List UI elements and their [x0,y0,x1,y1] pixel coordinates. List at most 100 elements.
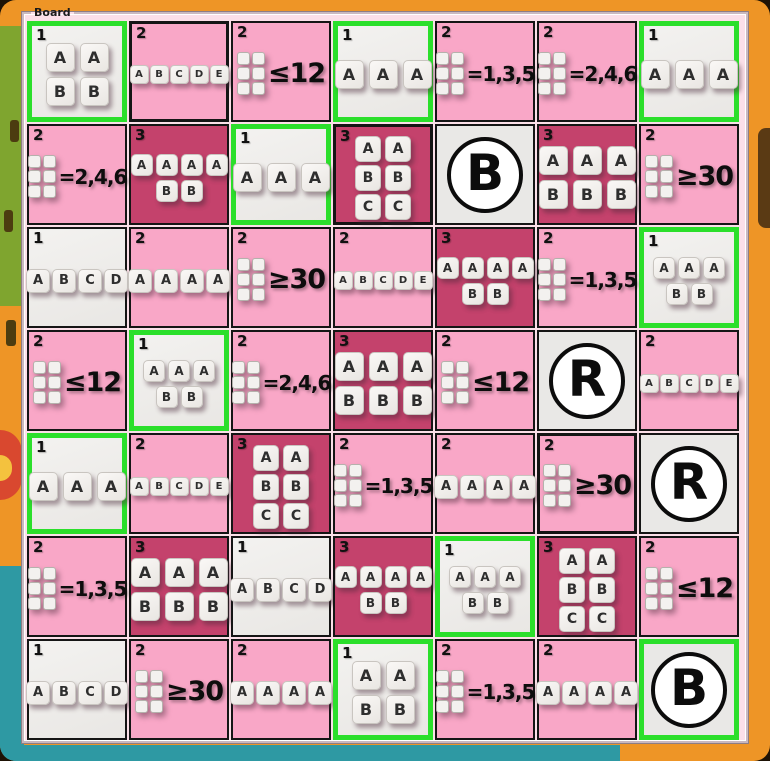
dice-pip-square [32,361,46,374]
board-label: Board [34,6,71,19]
letter-tile: B [52,268,76,293]
dice-pip-square [435,82,449,95]
board-cell-r3c2[interactable]: 2=2,4,6 [231,330,331,431]
letter-tile: C [78,680,102,705]
dice-condition-text: =1,3,5 [466,61,536,86]
dice-pip-square [134,670,148,683]
letter-tile: A [168,359,190,382]
letter-tile: A [703,256,725,279]
board-cell-r6c1[interactable]: 2≥30 [129,639,229,740]
board-cell-r2c2[interactable]: 2≥30 [231,227,331,328]
board-cell-r3c4[interactable]: 2≤12 [435,330,535,431]
board-cell-r1c6[interactable]: 2≥30 [639,124,739,225]
dice-condition-text: =1,3,5 [568,267,638,292]
board-cell-r4c3[interactable]: 2=1,3,5 [333,433,433,534]
board-cell-r5c6[interactable]: 2≤12 [639,536,739,637]
dice-pip-square [440,391,454,404]
dice-condition-group: ≥30 [644,155,734,198]
dice-pip-square [246,391,260,404]
background-art-dash [10,120,19,142]
letter-tile: A [154,268,178,293]
board-cell-r3c0[interactable]: 2≤12 [27,330,127,431]
cell-number: 3 [339,538,350,556]
board-cell-r2c5[interactable]: 2=1,3,5 [537,227,637,328]
dice-pip-square [542,479,556,492]
dice-grid-icon [644,155,673,198]
board-cell-r4c5[interactable]: 2≥30 [537,433,637,534]
letter-tile: A [180,153,203,176]
board-cell-r0c2[interactable]: 2≤12 [231,21,331,122]
board-cell-r4c6[interactable]: R [639,433,739,534]
board-cell-r3c5[interactable]: R [537,330,637,431]
dice-pip-square [552,82,566,95]
dice-condition-group: =1,3,5 [435,52,536,95]
dice-pip-square [231,361,245,374]
letter-tile: C [253,502,279,529]
background-art-dash [4,210,13,232]
board-cell-r5c0[interactable]: 2=1,3,5 [27,536,127,637]
board-cell-r0c4[interactable]: 2=1,3,5 [435,21,535,122]
cell-number: 2 [135,435,146,453]
board-cell-r1c0[interactable]: 2=2,4,6 [27,124,127,225]
dice-pip-square [47,376,61,389]
cell-number: 2 [441,641,452,659]
letter-tile: B [486,282,509,305]
board-cell-r0c5[interactable]: 2=2,4,6 [537,21,637,122]
board-cell-r6c4[interactable]: 2=1,3,5 [435,639,535,740]
letter-tile: A [334,352,364,381]
letter-tile: B [180,385,203,408]
dice-pip-square [455,376,469,389]
letter-tile: B [164,592,194,621]
dice-pip-square [435,685,449,698]
board-cell-r1c4[interactable]: B [435,124,535,225]
board-cell-r6c6[interactable]: B [639,639,739,740]
letter-tile: A [206,268,230,293]
dice-pip-square [435,67,449,80]
dice-grid-icon [440,361,469,404]
dice-condition-text: ≥30 [267,264,326,295]
dice-pip-square [557,494,571,507]
